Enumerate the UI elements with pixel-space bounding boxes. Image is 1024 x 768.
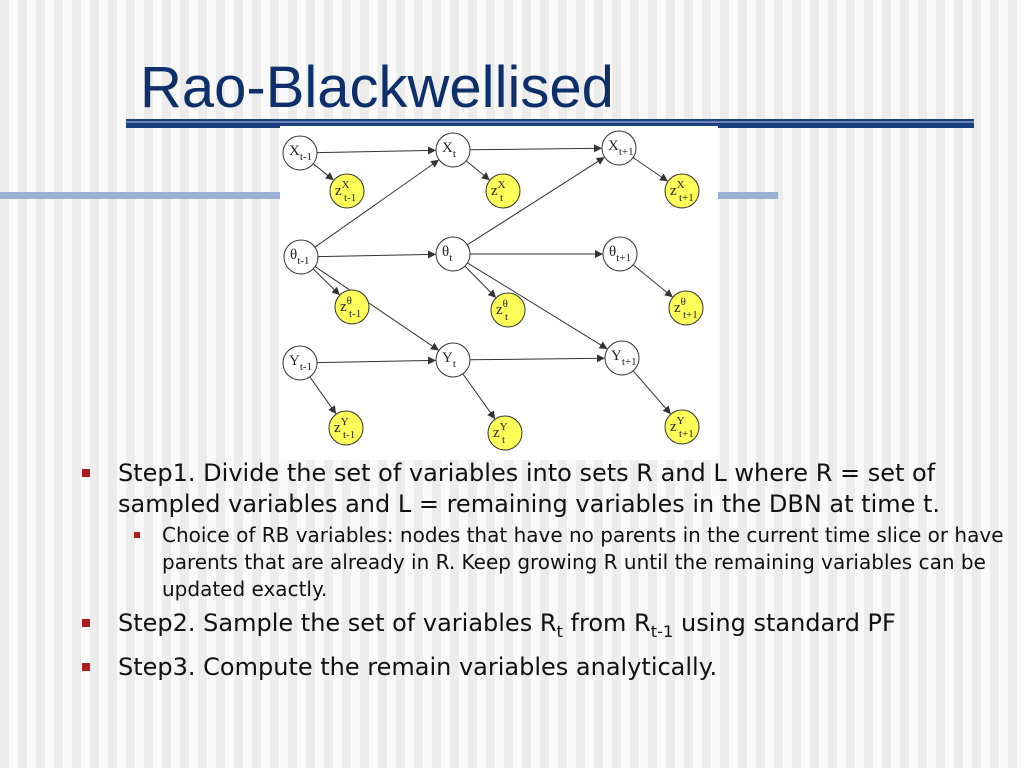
observed-node-circle bbox=[664, 409, 700, 445]
node-label: Yt-1 bbox=[289, 353, 312, 373]
edge-y-t-minus-1-to-zy-t-minus-1 bbox=[309, 376, 337, 415]
edge-y-t-to-y-t-plus-1 bbox=[469, 354, 606, 363]
bullet-step3: Step3. Compute the remain variables anal… bbox=[78, 652, 1008, 683]
edge-x-t-minus-1-to-x-t bbox=[316, 146, 437, 155]
edge-theta-t-minus-1-to-x-t bbox=[314, 159, 440, 248]
node-x-t: Xt bbox=[435, 132, 471, 168]
node-label: Xt+1 bbox=[608, 138, 634, 158]
observed-node-circle bbox=[487, 415, 523, 451]
node-label: θt-1 bbox=[290, 247, 309, 267]
edge-x-t-minus-1-to-zx-t-minus-1 bbox=[312, 163, 334, 181]
edge-theta-t-to-y-t-plus-1 bbox=[467, 262, 608, 350]
step2-text-start: Step2. Sample the set of variables R bbox=[118, 609, 557, 637]
node-theta-t-minus-1: θt-1 bbox=[283, 239, 319, 275]
hidden-node-circle bbox=[601, 130, 637, 166]
step2-text-end: using standard PF bbox=[673, 609, 896, 637]
observed-node-circle bbox=[485, 173, 521, 209]
step2-text-mid: from R bbox=[562, 609, 651, 637]
edge-x-t-plus-1-to-zx-t-plus-1 bbox=[632, 157, 668, 182]
node-x-t-minus-1: Xt-1 bbox=[282, 135, 318, 171]
step3-text: Step3. Compute the remain variables anal… bbox=[118, 652, 718, 681]
edge-theta-t-minus-1-to-y-t bbox=[314, 266, 439, 351]
observed-node-circle bbox=[334, 289, 370, 325]
edge-y-t-minus-1-to-y-t bbox=[316, 356, 437, 365]
hidden-node-circle bbox=[282, 135, 318, 171]
node-label: Xt-1 bbox=[289, 143, 312, 163]
observed-node-circle bbox=[329, 173, 365, 209]
step1-text: Step1. Divide the set of variables into … bbox=[118, 459, 941, 518]
bullet-marker bbox=[82, 469, 90, 477]
rb-choice-text: Choice of RB variables: nodes that have … bbox=[162, 523, 1004, 601]
sub-bullet-rb-choice: Choice of RB variables: nodes that have … bbox=[78, 522, 1008, 603]
node-y-t: Yt bbox=[435, 342, 471, 378]
step2-sub-t-minus-1: t-1 bbox=[650, 621, 674, 641]
node-label: Xt bbox=[442, 140, 456, 160]
node-label: Yt+1 bbox=[611, 348, 637, 368]
edge-theta-t-minus-1-to-ztheta-t-minus-1 bbox=[312, 268, 340, 296]
observed-node-circle bbox=[668, 290, 704, 326]
edges-layer bbox=[309, 144, 673, 420]
bullet-marker bbox=[134, 532, 140, 538]
node-theta-t: θt bbox=[435, 236, 471, 272]
hidden-node-circle bbox=[283, 239, 319, 275]
node-theta-t-plus-1: θt+1 bbox=[602, 236, 638, 272]
observed-node-circle bbox=[328, 410, 364, 446]
hidden-node-circle bbox=[282, 345, 318, 381]
edge-theta-t-plus-1-to-ztheta-t-plus-1 bbox=[632, 264, 673, 298]
node-label: Yt bbox=[442, 350, 456, 370]
edge-x-t-to-zx-t bbox=[465, 160, 490, 181]
node-x-t-plus-1: Xt+1 bbox=[601, 130, 637, 166]
hidden-node-circle bbox=[435, 132, 471, 168]
slide-title: Rao-Blackwellised bbox=[140, 55, 614, 120]
bullet-list: Step1. Divide the set of variables into … bbox=[78, 458, 1008, 683]
edge-theta-t-to-x-t-plus-1 bbox=[467, 157, 605, 246]
node-y-t-minus-1: Yt-1 bbox=[282, 345, 318, 381]
bullet-step2: Step2. Sample the set of variables Rt fr… bbox=[78, 608, 1008, 647]
bullet-marker bbox=[82, 619, 90, 627]
hidden-node-circle bbox=[435, 342, 471, 378]
observed-node-circle bbox=[664, 173, 700, 209]
edge-x-t-to-x-t-plus-1 bbox=[469, 144, 603, 153]
hidden-node-circle bbox=[604, 340, 640, 376]
edge-y-t-to-zy-t bbox=[462, 373, 496, 420]
bullet-step1: Step1. Divide the set of variables into … bbox=[78, 458, 1008, 520]
hidden-node-circle bbox=[435, 236, 471, 272]
node-label: θt+1 bbox=[609, 244, 631, 264]
edge-theta-t-to-ztheta-t bbox=[464, 265, 497, 298]
node-y-t-plus-1: Yt+1 bbox=[604, 340, 640, 376]
title-underline bbox=[126, 119, 974, 128]
observed-node-circle bbox=[490, 292, 526, 328]
node-label: θt bbox=[442, 244, 452, 264]
hidden-node-circle bbox=[602, 236, 638, 272]
bullet-marker bbox=[82, 662, 90, 671]
edge-y-t-plus-1-to-zy-t-plus-1 bbox=[632, 370, 671, 415]
step2-sub-t: t bbox=[556, 621, 563, 641]
edge-theta-t-minus-1-to-theta-t bbox=[317, 250, 437, 259]
